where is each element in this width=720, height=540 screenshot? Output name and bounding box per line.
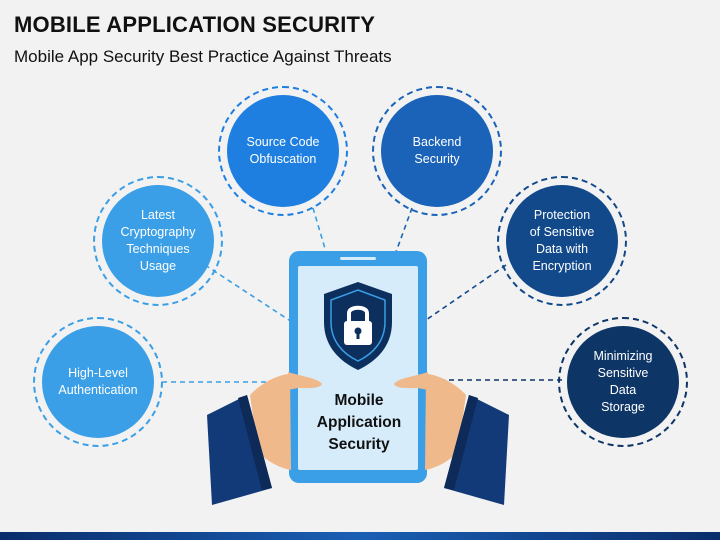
node-label: Protection of Sensitive Data with Encryp… (506, 185, 618, 297)
connector-encryption (425, 264, 507, 321)
node-latest-cryptography: Latest Cryptography Techniques Usage (93, 176, 223, 306)
shield-lock-icon (324, 282, 392, 370)
page-subtitle: Mobile App Security Best Practice Agains… (14, 47, 392, 66)
page-title: MOBILE APPLICATION SECURITY (14, 12, 376, 37)
phone-label: Mobile Application Security (316, 392, 402, 453)
right-hand (394, 372, 509, 505)
node-label: Minimizing Sensitive Data Storage (567, 326, 679, 438)
bottom-accent-bar (0, 532, 720, 540)
node-label: Latest Cryptography Techniques Usage (102, 185, 214, 297)
node-data-encryption: Protection of Sensitive Data with Encryp… (497, 176, 627, 306)
node-backend-security: Backend Security (372, 86, 502, 216)
node-high-level-authentication: High-Level Authentication (33, 317, 163, 447)
node-label: High-Level Authentication (42, 326, 154, 438)
node-label: Backend Security (381, 95, 493, 207)
connector-cryptography (204, 264, 293, 323)
phone-speaker (340, 257, 376, 260)
left-hand (207, 372, 322, 505)
phone-illustration (289, 251, 427, 483)
node-minimizing-data-storage: Minimizing Sensitive Data Storage (558, 317, 688, 447)
connector-backend (395, 207, 413, 253)
connector-obfuscation (312, 207, 327, 253)
node-label: Source Code Obfuscation (227, 95, 339, 207)
connectors (162, 207, 562, 383)
node-source-code-obfuscation: Source Code Obfuscation (218, 86, 348, 216)
